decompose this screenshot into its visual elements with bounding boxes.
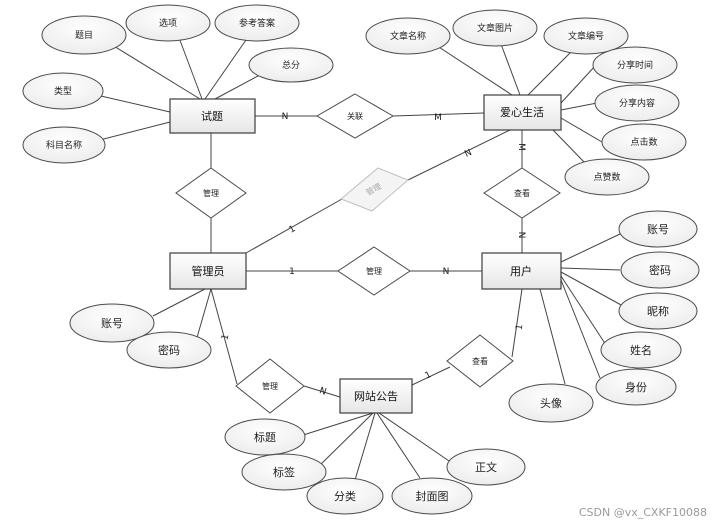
attr-notice-fengmian: 封面图 — [391, 477, 473, 515]
attr-label: 文章编号 — [568, 30, 604, 42]
attr-notice-biaoti: 标题 — [224, 418, 306, 456]
attr-label: 账号 — [647, 223, 669, 236]
attr-label: 分类 — [334, 489, 356, 503]
relation-label-guanlian: 关联 — [347, 111, 363, 121]
attr-label: 昵称 — [647, 304, 669, 318]
relation-label-chakan-notice: 查看 — [472, 356, 488, 366]
entity-label-shiti: 试题 — [201, 110, 223, 123]
card-admin-aixin-n: N — [463, 148, 473, 160]
attr-aixin-shijian: 分享时间 — [592, 46, 678, 84]
attr-user-touxiang: 头像 — [508, 383, 594, 423]
attr-label: 题目 — [75, 30, 93, 41]
attr-label: 账号 — [101, 317, 123, 330]
connector-lines — [87, 26, 624, 481]
attr-label: 总分 — [282, 59, 300, 71]
attr-user-xingming: 姓名 — [600, 331, 682, 369]
attr-notice-zhengwen: 正文 — [446, 448, 526, 486]
attr-aixin-dianji: 点击数 — [601, 123, 687, 161]
attr-user-nicheng: 昵称 — [618, 292, 698, 330]
card-admin-aixin-1: 1 — [288, 224, 298, 236]
attr-user-shenfen: 身份 — [595, 368, 677, 406]
relation-label-guanli-user: 管理 — [366, 266, 382, 276]
attr-label: 姓名 — [630, 343, 652, 357]
card-shiti-guanlian: N — [282, 112, 289, 122]
entity-label-admin: 管理员 — [192, 264, 225, 278]
entity-admin[interactable]: 管理员 — [169, 252, 247, 290]
attr-aixin-dianzan: 点赞数 — [564, 158, 650, 196]
entity-user[interactable]: 用户 — [481, 252, 562, 290]
card-aixin-chakan: M — [516, 143, 526, 151]
relation-guanli-aixin[interactable]: 管理 — [340, 167, 409, 212]
attr-aixin-tupian: 文章图片 — [452, 9, 538, 47]
attr-label: 类型 — [54, 85, 72, 97]
attr-shiti-tim: 题目 — [41, 15, 127, 55]
card-guanlian-aixin: M — [434, 113, 442, 123]
attr-aixin-bianhao: 文章编号 — [543, 17, 629, 55]
relation-label-chakan-aixin: 查看 — [514, 188, 530, 198]
entity-aixin[interactable]: 爱心生活 — [483, 94, 562, 131]
attr-label: 点击数 — [630, 136, 657, 148]
attr-user-mima: 密码 — [620, 251, 700, 289]
attr-label: 密码 — [649, 263, 671, 277]
relation-label-guanli-notice: 管理 — [262, 381, 278, 391]
attr-label: 身份 — [625, 380, 647, 394]
relation-guanli-user[interactable]: 管理 — [337, 246, 411, 296]
attr-label: 选项 — [159, 17, 177, 29]
attr-aixin-neirong: 分享内容 — [594, 84, 680, 122]
card-notice-user-1: 1 — [424, 370, 433, 381]
attr-label: 文章名称 — [390, 30, 426, 42]
attr-label: 标题 — [254, 430, 276, 444]
attr-admin-mima: 密码 — [126, 331, 212, 369]
attr-notice-fenlei: 分类 — [306, 477, 384, 515]
entity-label-aixin: 爱心生活 — [500, 105, 544, 119]
attr-label: 参考答案 — [239, 17, 275, 29]
relation-guanli-shiti[interactable]: 管理 — [175, 167, 247, 219]
attr-user-zhanghao: 账号 — [618, 210, 698, 248]
attr-label: 文章图片 — [477, 22, 513, 34]
attr-label: 科目名称 — [46, 139, 82, 151]
attr-shiti-xuanxiang: 选项 — [125, 4, 211, 42]
attr-shiti-daan: 参考答案 — [214, 4, 300, 42]
attr-label: 密码 — [158, 343, 180, 357]
card-admin-user-n: N — [443, 267, 450, 277]
relation-guanli-notice[interactable]: 管理 — [235, 358, 305, 414]
attr-label: 标签 — [273, 465, 295, 479]
relation-chakan-notice[interactable]: 查看 — [446, 334, 514, 388]
entity-label-notice: 网站公告 — [354, 389, 398, 403]
entity-notice[interactable]: 网站公告 — [339, 378, 413, 414]
card-admin-notice-1: 1 — [220, 333, 231, 341]
watermark-text: CSDN @vx_CXKF10088 — [579, 506, 707, 519]
entity-shiti[interactable]: 试题 — [169, 98, 256, 134]
card-admin-user-1: 1 — [289, 267, 295, 277]
card-user-notice-1: 1 — [515, 323, 526, 330]
card-chakan-user: N — [516, 232, 526, 239]
attr-aixin-mingcheng: 文章名称 — [365, 17, 451, 55]
attr-label: 封面图 — [416, 489, 449, 503]
attr-label: 正文 — [475, 460, 497, 474]
entity-label-user: 用户 — [510, 264, 532, 278]
attr-notice-biaoqian: 标签 — [241, 453, 327, 491]
card-notice-admin-n: N — [318, 386, 327, 398]
relation-guanlian[interactable]: 关联 — [316, 93, 394, 139]
attr-shiti-zongfen: 总分 — [248, 47, 334, 83]
attr-admin-zhanghao: 账号 — [69, 303, 155, 343]
attr-shiti-leixing: 类型 — [22, 72, 104, 110]
attr-shiti-kemu: 科目名称 — [22, 126, 106, 164]
relation-chakan-aixin[interactable]: 查看 — [483, 167, 561, 219]
relation-label-guanli-shiti: 管理 — [203, 188, 219, 198]
attr-label: 头像 — [540, 397, 562, 410]
cardinality-labels: N M 1 N M N 1 N 1 N 1 1 — [220, 112, 526, 398]
attr-label: 点赞数 — [593, 171, 620, 183]
attr-label: 分享时间 — [617, 59, 653, 71]
attr-label: 分享内容 — [619, 97, 655, 109]
